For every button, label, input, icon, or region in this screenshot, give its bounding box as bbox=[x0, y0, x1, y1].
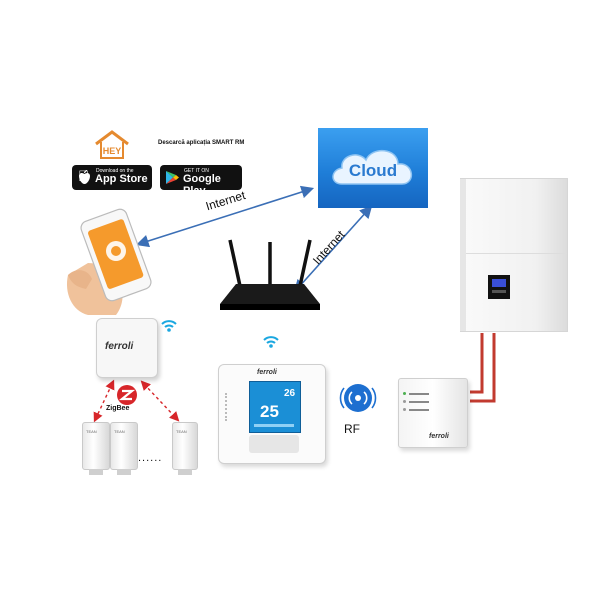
appstore-big-text: App Store bbox=[95, 173, 148, 185]
wifi-icon-gateway bbox=[161, 320, 177, 332]
cloud-panel: Cloud bbox=[318, 128, 428, 208]
download-app-text: Descarcă aplicația SMART RM bbox=[158, 140, 245, 146]
zigbee-gateway-hub: ferroli bbox=[96, 318, 158, 378]
wifi-router bbox=[220, 239, 320, 310]
appstore-small-text: Download on the bbox=[96, 168, 134, 174]
apple-icon-shape bbox=[79, 170, 90, 184]
zigbee-label: ZigBee bbox=[106, 405, 130, 412]
boiler-display bbox=[488, 275, 510, 299]
pipe-left bbox=[470, 333, 484, 394]
thermostat-buttons[interactable] bbox=[249, 435, 299, 453]
valve-2-label: TEAN bbox=[114, 429, 125, 434]
wifi-icon-thermostat bbox=[263, 336, 279, 348]
pipe-right bbox=[470, 333, 496, 403]
zigbee-link-left bbox=[93, 379, 115, 423]
rf-signal-icon bbox=[339, 384, 377, 412]
thermostat-brand: ferroli bbox=[257, 369, 277, 376]
app-store-badge[interactable]:  Download on the App Store bbox=[72, 165, 152, 190]
cloud-icon bbox=[332, 150, 412, 185]
thermostat-screen: 26 25 bbox=[249, 381, 301, 433]
set-temperature: 26 bbox=[284, 388, 296, 399]
smartphone-image bbox=[66, 208, 152, 315]
more-valves-ellipsis: ...... bbox=[138, 452, 163, 464]
smart-thermostat: ferroli 26 25 bbox=[218, 364, 326, 464]
cloud-label: Cloud bbox=[348, 161, 398, 180]
googleplay-small-text: GET IT ON bbox=[184, 168, 209, 174]
radiator-valve-2: TEAN bbox=[110, 422, 138, 475]
rf-receiver: ferroli bbox=[398, 378, 468, 448]
google-play-badge[interactable]: GET IT ON Google Play bbox=[160, 165, 242, 197]
link-phone-cloud bbox=[135, 185, 315, 248]
valve-3-label: TEAN bbox=[176, 429, 187, 434]
link-router-cloud bbox=[293, 205, 373, 293]
gateway-brand: ferroli bbox=[105, 341, 134, 352]
gas-boiler bbox=[460, 178, 568, 332]
google-play-icon bbox=[166, 171, 179, 184]
rf-label: RF bbox=[344, 422, 360, 436]
valve-1-label: TEAN bbox=[86, 429, 97, 434]
room-temperature: 25 bbox=[260, 402, 279, 421]
radiator-valve-1: TEAN bbox=[82, 422, 110, 475]
svg-text:HEY: HEY bbox=[103, 146, 122, 156]
app-logo-icon: HEY bbox=[95, 130, 129, 159]
zigbee-link-right bbox=[140, 380, 180, 422]
googleplay-big-text: Google Play bbox=[183, 173, 221, 197]
receiver-brand: ferroli bbox=[429, 433, 449, 440]
radiator-valve-3: TEAN bbox=[172, 422, 198, 475]
zigbee-icon bbox=[117, 385, 137, 405]
